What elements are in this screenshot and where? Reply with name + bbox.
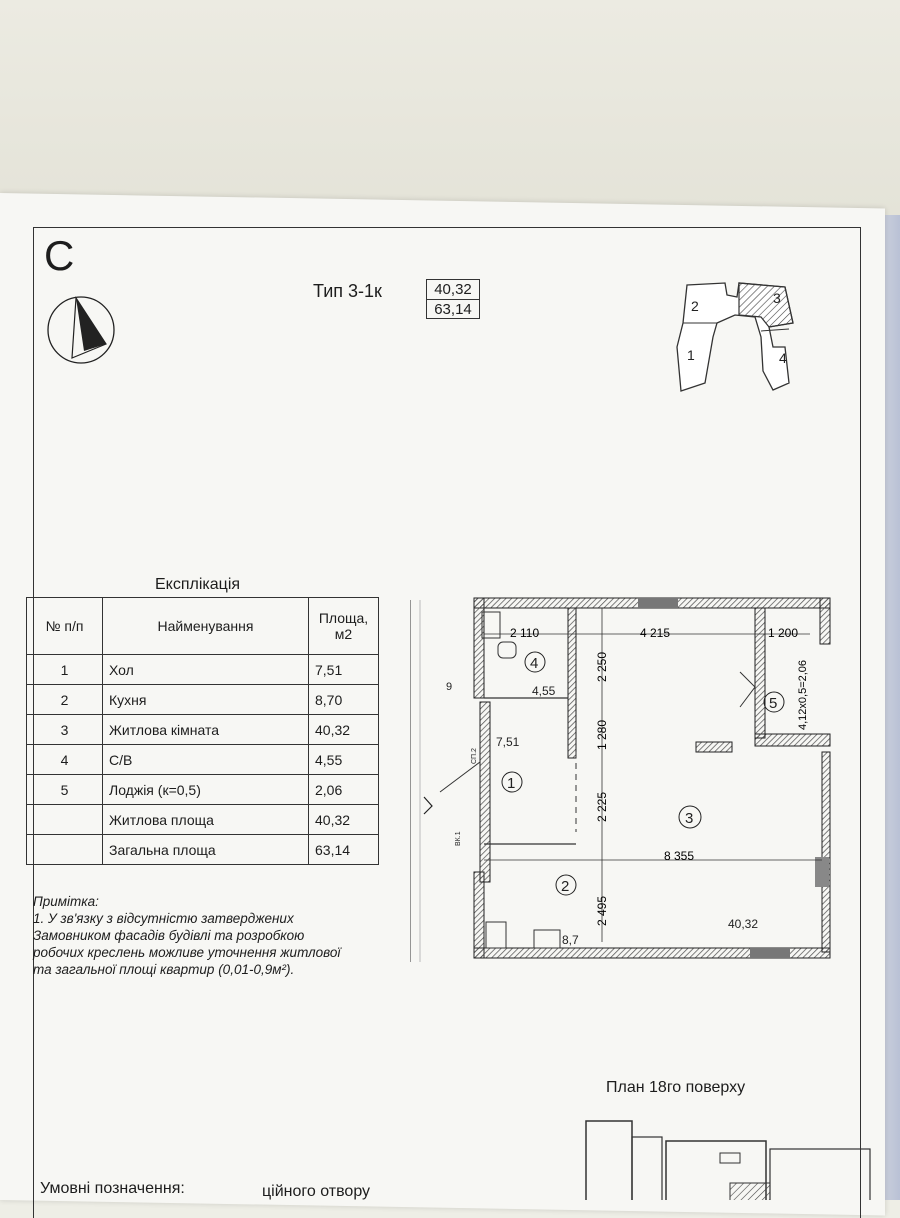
section-letter: С	[44, 232, 75, 279]
dim-2225: 2 225	[595, 792, 609, 822]
dim-2250: 2 250	[595, 652, 609, 682]
explication-title: Експлікація	[155, 576, 241, 593]
area-total: 63,14	[434, 301, 472, 318]
key-section-2: 2	[691, 298, 699, 314]
area-label-2: 8,7	[562, 933, 579, 947]
key-section-3: 3	[773, 290, 781, 306]
dim-2495: 2 495	[595, 896, 609, 926]
legend-text-partial: ційного отвору	[262, 1183, 371, 1200]
room-3-label: 3	[685, 810, 693, 827]
note-line: робочих креслень можливе уточнення житло…	[33, 945, 341, 960]
note-line: та загальної площі квартир (0,01-0,9м²).	[33, 962, 295, 977]
key-section-4: 4	[779, 350, 787, 366]
header-num: № п/п	[26, 597, 103, 655]
key-section-1: 1	[687, 347, 695, 363]
dim-8355: 8 355	[664, 849, 694, 863]
dim-loggia: 4,12x0,5=2,06	[797, 660, 809, 730]
area-label-4: 4,55	[532, 684, 556, 698]
dim-4215: 4 215	[640, 626, 670, 640]
shaft-label: 9	[446, 681, 452, 693]
room-5-label: 5	[769, 695, 777, 712]
note-title: Примітка:	[33, 894, 99, 909]
note-block: Примітка: 1. У зв'язку з відсутністю зат…	[33, 893, 413, 978]
floor-minimap	[585, 1120, 871, 1200]
entrance-arrow-icon	[423, 796, 433, 815]
apartment-floor-plan: 2 110 4 215 1 200 2 250 1 280 2 225 2 49…	[410, 597, 831, 962]
note-line: 1. У зв'язку з відсутністю затверджених	[33, 911, 294, 926]
dim-2110: 2 110	[510, 626, 539, 640]
sp-label: СП.2	[471, 748, 478, 764]
header-name: Найменування	[102, 597, 309, 655]
table-header-row: № п/п Найменування Площа,м2	[26, 597, 379, 655]
north-arrow-icon	[47, 296, 115, 364]
area-box: 40,32 63,14	[426, 279, 480, 319]
area-label-3: 40,32	[728, 917, 758, 931]
room-2-label: 2	[561, 878, 569, 895]
note-line: Замовником фасадів будівлі та розробкою	[33, 928, 305, 943]
room-1-label: 1	[507, 775, 515, 792]
area-label-1: 7,51	[496, 735, 520, 749]
header-area: Площа,м2	[308, 597, 379, 655]
legend-title: Умовні позначення:	[40, 1180, 185, 1197]
floor-plan-label: План 18го поверху	[606, 1079, 746, 1096]
building-key-plan: 2 3 1 4	[676, 282, 794, 392]
background-wall	[0, 0, 900, 215]
room-4-label: 4	[530, 655, 538, 672]
dim-1280: 1 280	[595, 720, 609, 750]
apartment-type: Тип 3-1к	[313, 281, 382, 301]
vk-label: ВК.1	[455, 831, 462, 846]
area-living: 40,32	[427, 280, 479, 300]
dim-1200: 1 200	[768, 626, 798, 640]
